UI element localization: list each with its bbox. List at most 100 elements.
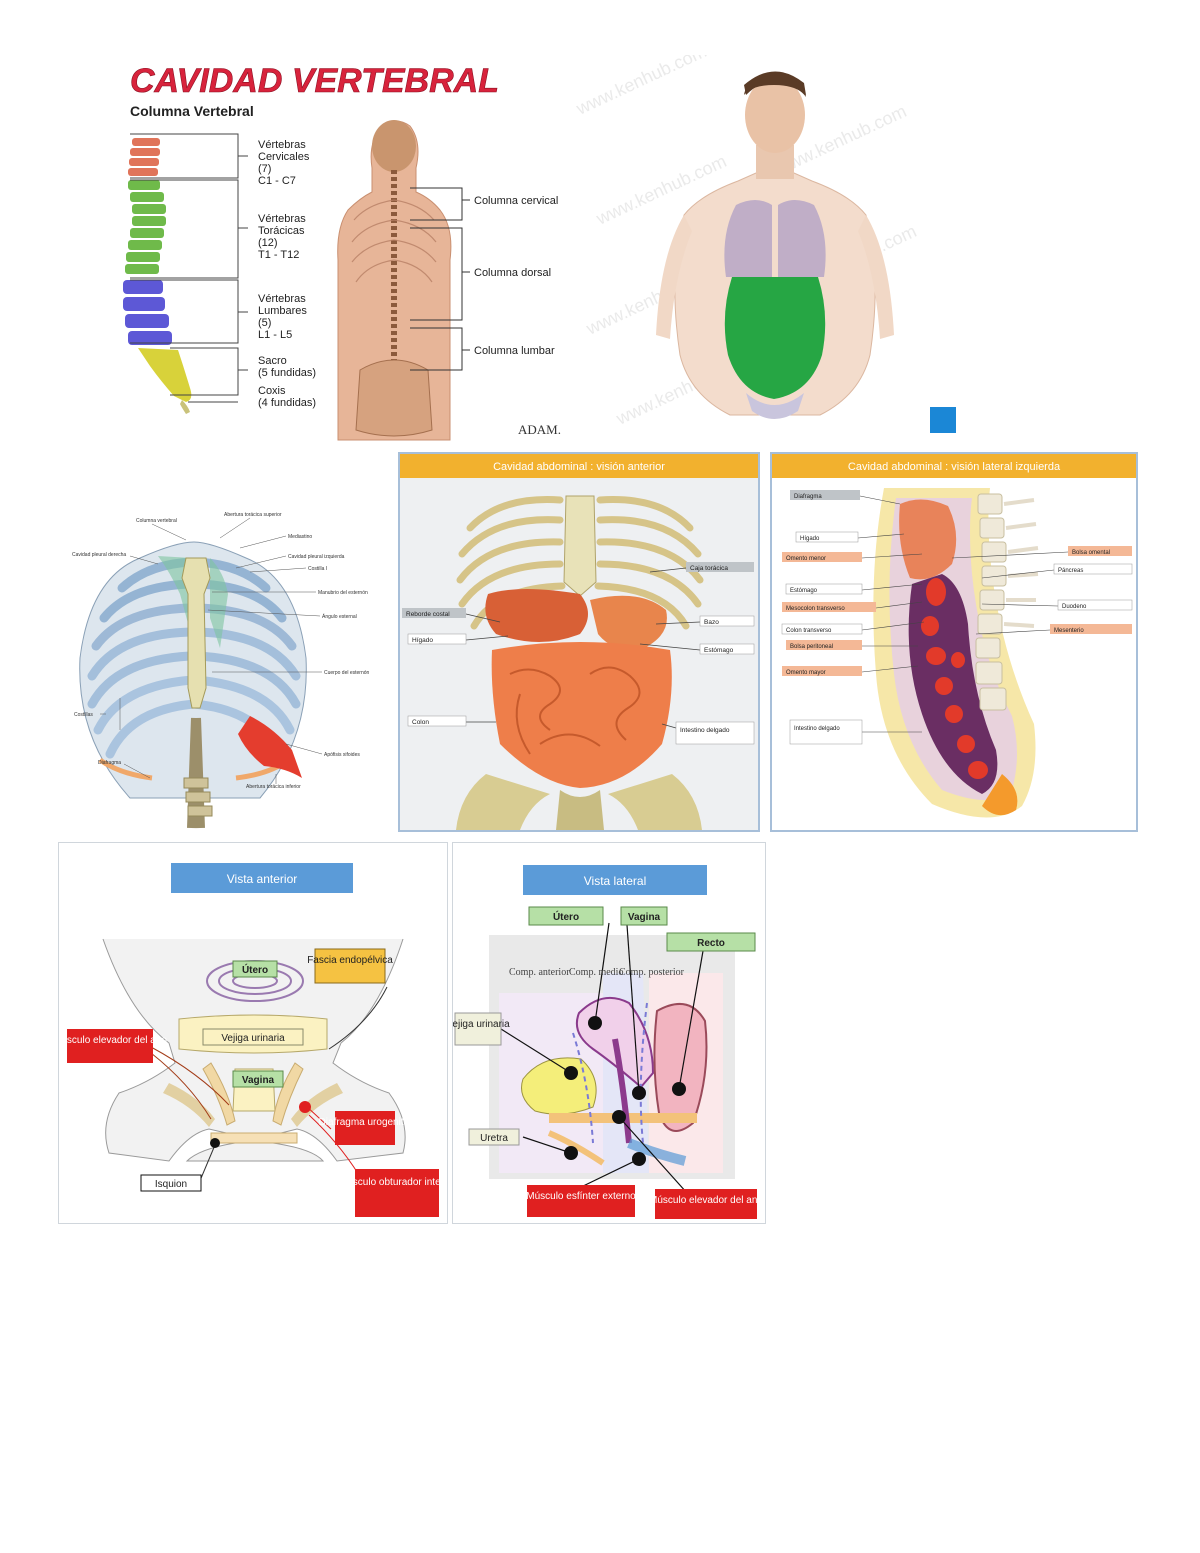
label-vagina-lateral: Vagina bbox=[628, 912, 661, 923]
sternum bbox=[181, 557, 211, 709]
svg-text:Mesenterio: Mesenterio bbox=[1054, 628, 1084, 634]
label-musculo-elevador-front: Músculo elevador del ano bbox=[59, 1035, 167, 1046]
pelvis-front-header-bar bbox=[171, 863, 353, 893]
compartment-labels: Comp. anterior Comp. medio Comp. posteri… bbox=[509, 967, 685, 978]
abdomen-front-illustration bbox=[456, 495, 704, 830]
svg-text:Costillas: Costillas bbox=[74, 712, 93, 718]
label-vagina-front: Vagina bbox=[242, 1075, 275, 1086]
label-diafragma: Diafragma urogenital bbox=[319, 1117, 412, 1128]
label-elevador-lateral: Músculo elevador del ano bbox=[649, 1195, 763, 1206]
label-recto: Recto bbox=[697, 938, 725, 949]
lungs bbox=[724, 200, 826, 277]
svg-text:Costilla I: Costilla I bbox=[308, 566, 327, 572]
pelvis-front-labels: Útero Fascia endopélvica Músculo elevado… bbox=[59, 948, 447, 1217]
svg-text:Vértebras: Vértebras bbox=[258, 293, 306, 305]
abd-front-header: Cavidad abdominal : visión anterior bbox=[493, 461, 665, 473]
torso-panel: www.kenhub.com www.kenhub.com www.kenhub… bbox=[560, 55, 970, 440]
svg-text:Comp. anterior: Comp. anterior bbox=[509, 967, 570, 978]
diaphragm bbox=[238, 716, 302, 778]
pelvis-lateral-labels: Útero Vagina Recto Vejiga urinaria Uretr… bbox=[453, 906, 763, 1219]
svg-text:Vértebras: Vértebras bbox=[258, 213, 306, 225]
svg-text:Cavidad pleural derecha: Cavidad pleural derecha bbox=[72, 552, 126, 558]
svg-text:Diafragma: Diafragma bbox=[98, 760, 121, 766]
pelvis-front-header: Vista anterior bbox=[227, 872, 297, 886]
pelvis-front-panel: Vista anterior bbox=[58, 842, 448, 1224]
stomach bbox=[590, 595, 667, 651]
svg-text:Ángulo esternal: Ángulo esternal bbox=[322, 613, 357, 620]
spine-thoracic bbox=[125, 180, 166, 274]
svg-text:Lumbares: Lumbares bbox=[258, 305, 307, 317]
svg-text:Coxis: Coxis bbox=[258, 385, 286, 397]
svg-text:Colon transverso: Colon transverso bbox=[786, 628, 832, 634]
label-uretra: Uretra bbox=[480, 1133, 508, 1144]
svg-text:Cavidad pleural izquierda: Cavidad pleural izquierda bbox=[288, 554, 345, 560]
spine-region-labels: Vértebras Cervicales (7) C1 - C7 Vértebr… bbox=[258, 139, 316, 409]
adam-credit: ADAM. bbox=[518, 422, 561, 437]
vertebrae-lateral bbox=[975, 493, 1007, 711]
abd-front-header-bar bbox=[400, 454, 758, 478]
svg-text:Columna vertebral: Columna vertebral bbox=[136, 518, 177, 524]
svg-text:Intestino delgado: Intestino delgado bbox=[680, 727, 730, 734]
liver-lateral bbox=[899, 499, 957, 580]
label-obturador: Músculo obturador interno bbox=[339, 1177, 447, 1188]
svg-text:Comp. posterior: Comp. posterior bbox=[619, 967, 685, 978]
svg-text:Bolsa omental: Bolsa omental bbox=[1072, 550, 1110, 556]
svg-text:Duodeno: Duodeno bbox=[1062, 604, 1087, 610]
svg-text:Abertura torácica superior: Abertura torácica superior bbox=[224, 512, 282, 518]
svg-text:Omento menor: Omento menor bbox=[786, 556, 826, 562]
abdominal-cavity bbox=[724, 277, 826, 399]
svg-text:(5 fundidas): (5 fundidas) bbox=[258, 367, 316, 379]
svg-text:(12): (12) bbox=[258, 237, 278, 249]
svg-text:Intestino delgado: Intestino delgado bbox=[794, 726, 840, 732]
spine-cervical bbox=[128, 138, 160, 176]
svg-text:Torácicas: Torácicas bbox=[258, 225, 305, 237]
svg-text:Colon: Colon bbox=[412, 719, 429, 726]
intestines bbox=[491, 642, 672, 788]
label-esfinter: Músculo esfínter externo bbox=[526, 1191, 636, 1202]
spine-illustration bbox=[123, 138, 192, 414]
svg-text:Diafragma: Diafragma bbox=[794, 494, 822, 500]
svg-text:Páncreas: Páncreas bbox=[1058, 568, 1083, 574]
back-view-figure bbox=[337, 120, 452, 441]
label-isquion: Isquion bbox=[155, 1179, 187, 1190]
thorax-labels: Columna vertebral Cavidad pleural derech… bbox=[72, 512, 370, 790]
label-vejiga-front: Vejiga urinaria bbox=[221, 1033, 285, 1044]
vertebral-subtitle: Columna Vertebral bbox=[130, 103, 254, 119]
svg-text:Manubrio del esternón: Manubrio del esternón bbox=[318, 590, 368, 596]
spine-sacrum bbox=[138, 348, 192, 402]
svg-text:Hígado: Hígado bbox=[412, 637, 433, 644]
svg-text:Reborde costal: Reborde costal bbox=[406, 611, 450, 618]
svg-text:T1 - T12: T1 - T12 bbox=[258, 249, 299, 261]
svg-text:Abertura torácica inferior: Abertura torácica inferior bbox=[246, 784, 301, 790]
svg-text:Cuerpo del esternón: Cuerpo del esternón bbox=[324, 670, 370, 676]
label-utero-front: Útero bbox=[242, 963, 268, 976]
abd-lateral-labels: Diafragma Hígado Omento menor Estómago M… bbox=[781, 490, 1133, 745]
pelvis-lateral-header: Vista lateral bbox=[584, 874, 646, 888]
abd-front-panel: Cavidad abdominal : visión anterior bbox=[398, 452, 760, 832]
label-fascia: Fascia endopélvica bbox=[307, 955, 393, 966]
ribcage-illustration bbox=[79, 541, 307, 829]
svg-text:Sacro: Sacro bbox=[258, 355, 287, 367]
spine-lumbar bbox=[123, 280, 172, 345]
svg-text:www.kenhub.com: www.kenhub.com bbox=[572, 55, 709, 119]
svg-text:Bolsa peritoneal: Bolsa peritoneal bbox=[790, 644, 833, 650]
svg-text:Caja torácica: Caja torácica bbox=[690, 565, 728, 572]
svg-text:Bazo: Bazo bbox=[704, 619, 719, 626]
abdomen-lateral-illustration bbox=[873, 488, 1039, 818]
kenhub-logo bbox=[930, 407, 956, 433]
svg-text:(7): (7) bbox=[258, 163, 271, 175]
pelvis-lateral-panel: Vista lateral bbox=[452, 842, 766, 1224]
svg-text:(5): (5) bbox=[258, 317, 271, 329]
abd-front-labels: Reborde costal Hígado Colon Caja torácic… bbox=[402, 562, 755, 745]
svg-text:Omento mayor: Omento mayor bbox=[786, 670, 826, 676]
svg-text:Mesocolon transverso: Mesocolon transverso bbox=[786, 606, 845, 612]
svg-text:Hígado: Hígado bbox=[800, 536, 820, 542]
abd-lateral-header: Cavidad abdominal : visión lateral izqui… bbox=[848, 461, 1061, 473]
abd-lateral-panel: Cavidad abdominal : visión lateral izqui… bbox=[770, 452, 1138, 832]
svg-text:Comp. medio: Comp. medio bbox=[569, 967, 623, 978]
label-columna-lumbar: Columna lumbar bbox=[474, 345, 555, 357]
label-columna-dorsal: Columna dorsal bbox=[474, 267, 551, 279]
thorax-panel: Columna vertebral Cavidad pleural derech… bbox=[60, 498, 395, 836]
liver bbox=[485, 589, 588, 642]
svg-text:Apófisis xifoides: Apófisis xifoides bbox=[324, 752, 360, 758]
